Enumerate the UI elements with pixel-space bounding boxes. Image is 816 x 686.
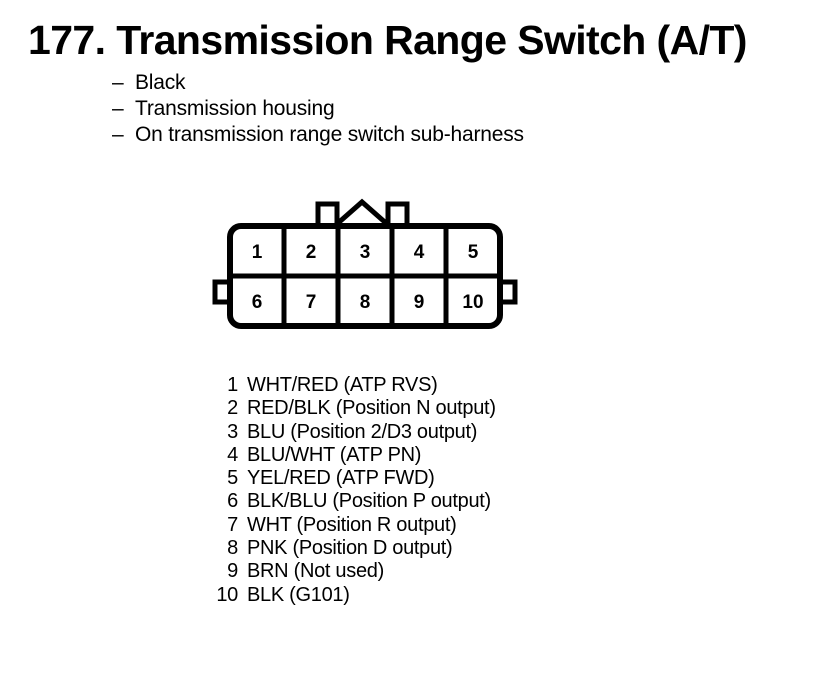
pin-legend-label: WHT (Position R output) [247, 513, 457, 536]
connector-top-post-left [315, 201, 340, 229]
descriptor-line: –On transmission range switch sub-harnes… [112, 122, 712, 148]
page-title: 177. Transmission Range Switch (A/T) [28, 17, 747, 63]
pin-legend-label: RED/BLK (Position N output) [247, 397, 496, 420]
connector-pin-number: 7 [306, 292, 317, 313]
connector-outline-svg: 1 2 3 4 5 6 7 8 9 10 [212, 198, 518, 329]
pin-legend-number: 2 [227, 397, 238, 420]
pin-legend-label: WHT/RED (ATP RVS) [247, 374, 438, 396]
pin-legend-row: 9 BRN (Not used) [180, 560, 496, 583]
connector-pin-number: 9 [414, 292, 425, 313]
descriptor-text: Black [135, 71, 186, 94]
pin-legend-number: 9 [227, 560, 238, 583]
pin-legend-number: 5 [227, 467, 238, 490]
pin-legend-row: 4 BLU/WHT (ATP PN) [180, 444, 496, 467]
connector-pin-number: 4 [414, 242, 425, 263]
pin-legend-number: 7 [227, 513, 238, 536]
pin-legend-number: 8 [227, 537, 238, 560]
connector-pin-number: 5 [468, 242, 479, 263]
dash-bullet-icon: – [112, 71, 124, 94]
pin-legend-row: 5 YEL/RED (ATP FWD) [180, 467, 496, 490]
descriptor-line: –Transmission housing [112, 96, 712, 122]
pin-legend-row: 2 RED/BLK (Position N output) [180, 397, 496, 420]
pin-legend-number: 3 [227, 420, 238, 443]
pin-legend-label: PNK (Position D output) [247, 537, 453, 560]
pin-legend-row: 6 BLK/BLU (Position P output) [180, 490, 496, 513]
pin-legend-label: YEL/RED (ATP FWD) [247, 467, 435, 490]
connector-top-post-right [385, 201, 410, 229]
connector-latch-peak-icon [327, 198, 397, 233]
pin-legend-label: BLU/WHT (ATP PN) [247, 443, 422, 466]
connector-pin-number: 10 [462, 292, 483, 313]
connector-pin-number: 2 [306, 242, 317, 263]
pin-legend-row: 8 PNK (Position D output) [180, 537, 496, 560]
connector-diagram: 1 2 3 4 5 6 7 8 9 10 [205, 196, 525, 336]
dash-bullet-icon: – [112, 97, 124, 120]
dash-bullet-icon: – [112, 123, 124, 146]
pin-legend-label: BLK (G101) [247, 583, 350, 606]
descriptor-text: On transmission range switch sub-harness [135, 123, 524, 146]
descriptor-line: –Black [112, 70, 712, 96]
connector-descriptor-list: –Black –Transmission housing –On transmi… [112, 70, 712, 148]
pin-legend-row: 1 WHT/RED (ATP RVS) [180, 374, 496, 397]
connector-pin-number: 3 [360, 242, 371, 263]
connector-pin-number: 8 [360, 292, 371, 313]
connector-pin-number: 6 [252, 292, 263, 313]
pin-legend-row: 7 WHT (Position R output) [180, 514, 496, 537]
pin-legend-label: BRN (Not used) [247, 560, 384, 583]
pin-legend-row: 10 BLK (G101) [180, 584, 496, 607]
pin-legend-number: 10 [216, 583, 238, 606]
pin-legend-row: 3 BLU (Position 2/D3 output) [180, 421, 496, 444]
pin-legend-number: 4 [227, 443, 238, 466]
connector-pin-number: 1 [252, 242, 263, 263]
descriptor-text: Transmission housing [135, 97, 335, 120]
pin-legend-label: BLK/BLU (Position P output) [247, 490, 491, 513]
pin-legend-number: 6 [227, 490, 238, 513]
pin-legend-label: BLU (Position 2/D3 output) [247, 420, 478, 443]
pin-legend-number: 1 [227, 374, 238, 396]
pin-legend-list: 1 WHT/RED (ATP RVS) 2 RED/BLK (Position … [180, 374, 496, 607]
